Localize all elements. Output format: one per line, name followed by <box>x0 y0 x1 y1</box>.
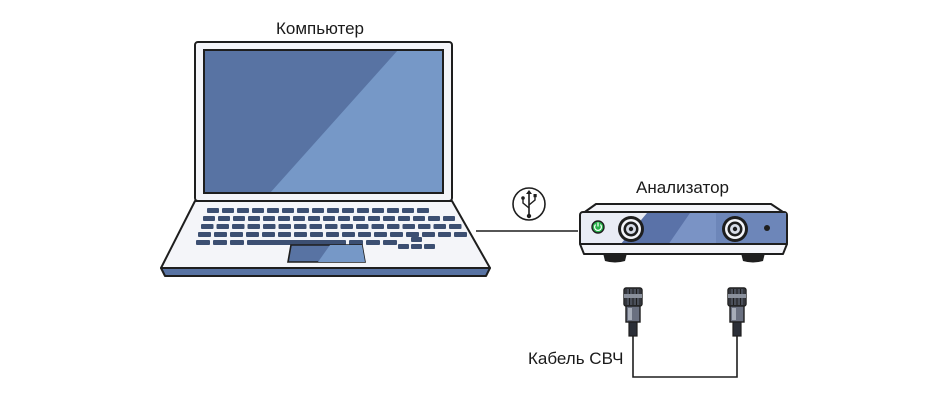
analyzer-foot-right <box>741 253 765 263</box>
analyzer-port-1 <box>618 216 644 242</box>
keyboard-key <box>263 224 276 229</box>
keyboard-key <box>454 232 467 237</box>
rf-cable <box>623 287 747 378</box>
keyboard-key <box>387 224 400 229</box>
keyboard-key <box>248 216 260 221</box>
keyboard-key <box>230 240 244 245</box>
keyboard-key <box>267 208 279 213</box>
power-icon <box>591 220 605 234</box>
keyboard-key <box>366 240 380 245</box>
keyboard-key <box>438 232 451 237</box>
keyboard-key <box>282 208 294 213</box>
keyboard-key <box>233 216 245 221</box>
keyboard-key <box>342 208 354 213</box>
keyboard-key <box>338 216 350 221</box>
keyboard-arrow-key <box>411 237 422 242</box>
analyzer-port-2 <box>722 216 748 242</box>
keyboard-key <box>406 232 419 237</box>
keyboard-key <box>356 224 369 229</box>
keyboard-key <box>216 224 229 229</box>
keyboard-key <box>196 240 210 245</box>
laptop <box>160 41 491 277</box>
keyboard-key <box>263 216 275 221</box>
keyboard-key <box>252 208 264 213</box>
keyboard-key <box>203 216 215 221</box>
keyboard-key <box>342 232 355 237</box>
keyboard-arrow-key <box>411 244 422 249</box>
keyboard-key <box>443 216 455 221</box>
keyboard-key <box>293 216 305 221</box>
keyboard-key <box>340 224 353 229</box>
laptop-screen <box>204 50 443 193</box>
keyboard-key <box>278 216 290 221</box>
keyboard-key <box>230 232 243 237</box>
laptop-front-edge <box>160 267 491 277</box>
analyzer-label: Анализатор <box>636 178 729 197</box>
keyboard-key <box>237 208 249 213</box>
keyboard-key <box>207 208 219 213</box>
laptop-keyboard <box>196 208 467 249</box>
keyboard-key <box>374 232 387 237</box>
keyboard-key <box>417 208 429 213</box>
keyboard-key <box>372 208 384 213</box>
keyboard-key <box>428 216 440 221</box>
keyboard-key <box>214 232 227 237</box>
keyboard-key <box>433 224 446 229</box>
keyboard-key <box>390 232 403 237</box>
keyboard-arrow-key <box>398 244 409 249</box>
keyboard-key <box>398 216 410 221</box>
keyboard-key <box>402 224 415 229</box>
keyboard-key <box>247 224 260 229</box>
keyboard-key <box>383 240 397 245</box>
keyboard-key <box>232 224 245 229</box>
rf-connector-right <box>727 287 747 337</box>
keyboard-key <box>349 240 363 245</box>
keyboard-key <box>297 208 309 213</box>
analyzer-foot-left <box>603 253 627 263</box>
analyzer-indicator <box>764 225 770 231</box>
keyboard-key <box>327 208 339 213</box>
keyboard-key <box>312 208 324 213</box>
analyzer-bottom <box>579 243 788 255</box>
keyboard-key <box>294 232 307 237</box>
rf-cable-wire <box>632 336 738 378</box>
keyboard-key <box>218 216 230 221</box>
keyboard-key <box>310 232 323 237</box>
keyboard-key <box>201 224 214 229</box>
keyboard-key <box>383 216 395 221</box>
keyboard-key <box>371 224 384 229</box>
computer-label: Компьютер <box>276 19 364 38</box>
keyboard-key <box>278 232 291 237</box>
keyboard-key <box>213 240 227 245</box>
keyboard-key <box>326 232 339 237</box>
cable-label: Кабель СВЧ <box>528 349 624 368</box>
keyboard-key <box>422 232 435 237</box>
keyboard-key <box>262 232 275 237</box>
keyboard-key <box>323 216 335 221</box>
rf-connector-left <box>623 287 643 337</box>
keyboard-key <box>387 208 399 213</box>
analyzer <box>579 203 788 263</box>
keyboard-key <box>358 232 371 237</box>
keyboard-key <box>278 224 291 229</box>
keyboard-key <box>325 224 338 229</box>
keyboard-key <box>368 216 380 221</box>
keyboard-key <box>198 232 211 237</box>
keyboard-arrow-key <box>424 244 435 249</box>
keyboard-key <box>246 232 259 237</box>
keyboard-spacebar <box>252 240 342 245</box>
keyboard-key <box>308 216 320 221</box>
keyboard-key <box>402 208 414 213</box>
keyboard-key <box>413 216 425 221</box>
keyboard-key <box>309 224 322 229</box>
keyboard-key <box>222 208 234 213</box>
keyboard-key <box>418 224 431 229</box>
usb-icon <box>512 187 546 221</box>
keyboard-key <box>294 224 307 229</box>
keyboard-key <box>449 224 462 229</box>
keyboard-key <box>357 208 369 213</box>
keyboard-key <box>353 216 365 221</box>
